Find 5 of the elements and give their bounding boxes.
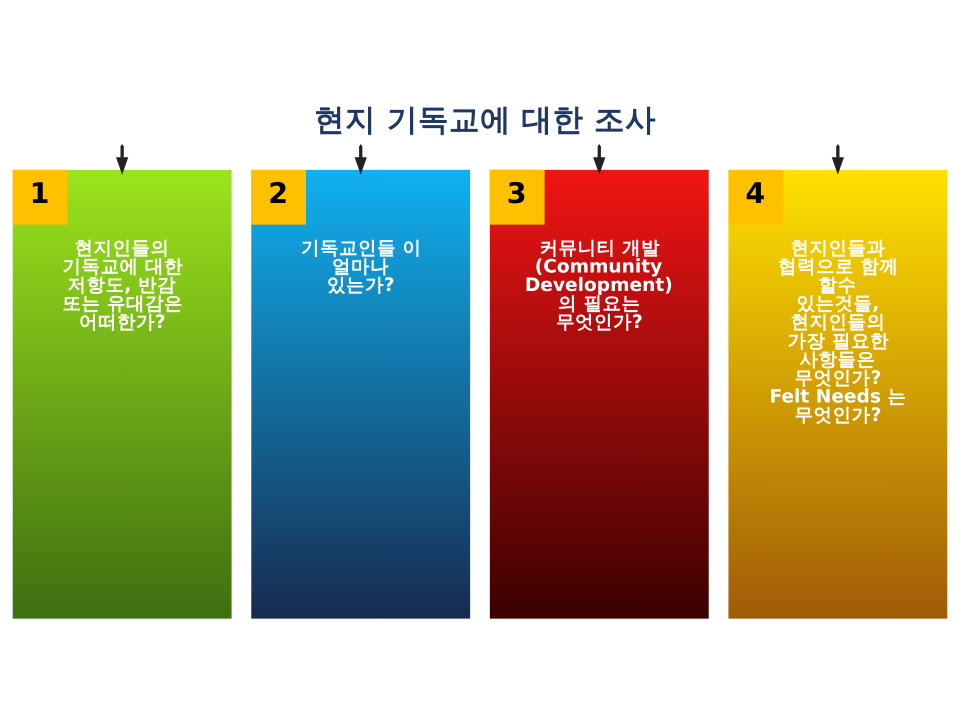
arrow	[354, 146, 367, 174]
arrow	[593, 146, 606, 174]
diagram-title: 현지 기독교에 대한 조사	[314, 102, 656, 138]
arrow	[116, 146, 128, 174]
arrow	[832, 146, 844, 174]
